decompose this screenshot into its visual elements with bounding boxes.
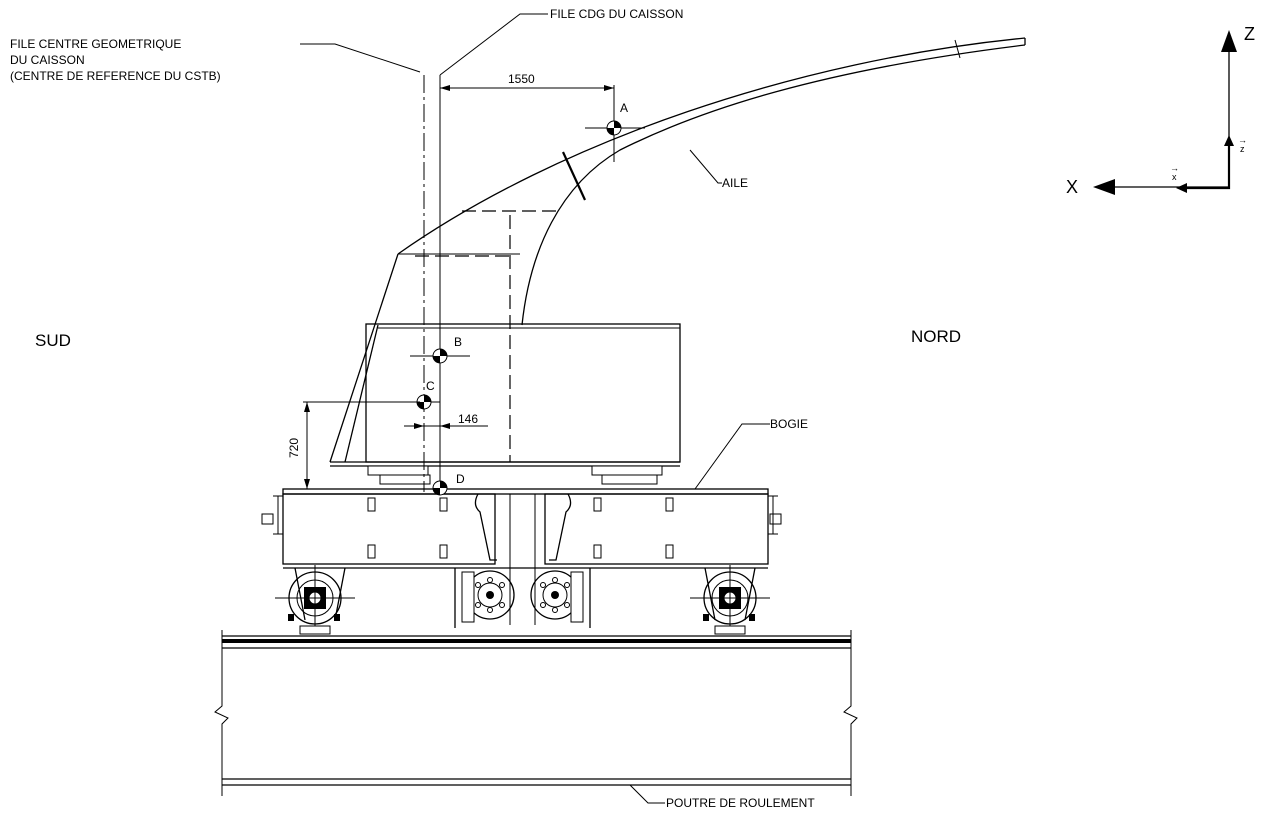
dimension-720-value: 720	[287, 438, 301, 458]
bogie-side-tab-right	[769, 513, 782, 525]
local-z-label: z	[1240, 144, 1245, 154]
dimension-146-value: 146	[458, 412, 478, 426]
main-box	[365, 323, 681, 463]
poutre-label: POUTRE DE ROULEMENT	[666, 796, 815, 810]
local-x-vector-mark: →	[1170, 163, 1179, 173]
x-arrow-head	[1093, 179, 1115, 195]
bogie-leader	[694, 423, 770, 490]
body-outer-side	[329, 253, 399, 463]
center-wheel-left	[461, 570, 515, 623]
file-cdg-label: FILE CDG DU CAISSON	[550, 7, 683, 21]
bogie-bolts	[367, 497, 674, 559]
x-axis-label: X	[1066, 177, 1078, 197]
z-axis-label: Z	[1244, 24, 1255, 44]
beam-break-left	[214, 630, 229, 796]
sud-label: SUD	[35, 331, 71, 350]
file-centre-leader	[300, 43, 421, 73]
dimension-1550-value: 1550	[508, 72, 535, 86]
bogie-frame-right	[544, 493, 769, 565]
point-c-label: C	[426, 379, 435, 393]
support-pad-left	[367, 465, 431, 485]
point-d-label: D	[456, 472, 465, 486]
local-z-vector-mark: →	[1238, 135, 1247, 145]
center-lines	[423, 75, 441, 492]
local-z-head	[1224, 135, 1234, 146]
nord-label: NORD	[911, 327, 961, 346]
poutre-leader	[629, 784, 665, 804]
bogie-center-right-post	[549, 493, 572, 561]
bogie-center-left-post	[474, 493, 497, 561]
point-c-marker	[408, 394, 440, 410]
point-b-marker	[410, 348, 470, 364]
wheel-right	[690, 565, 770, 635]
body-inner-side	[344, 324, 379, 463]
z-arrow-head	[1221, 30, 1237, 52]
local-frame	[1181, 141, 1231, 190]
dimension-146	[404, 423, 488, 429]
file-centre-label-line3: (CENTRE DE REFERENCE DU CSTB)	[10, 69, 221, 83]
local-x-head	[1176, 183, 1187, 193]
wing-tip-joint	[954, 39, 961, 59]
file-cdg-leader	[439, 13, 548, 76]
aile-leader	[689, 149, 722, 184]
point-a-label: A	[620, 101, 628, 115]
bogie-label: BOGIE	[770, 417, 808, 431]
poutre-de-roulement	[214, 630, 858, 796]
wheel-left	[275, 565, 355, 635]
file-centre-label-line1: FILE CENTRE GEOMETRIQUE	[10, 37, 181, 51]
bogie-top-plate	[282, 488, 769, 495]
point-b-label: B	[454, 335, 462, 349]
dimension-720	[303, 401, 420, 490]
point-d-marker	[432, 480, 448, 496]
local-x-label: x	[1172, 172, 1177, 182]
point-a-marker	[585, 95, 645, 162]
wing-stiffener	[562, 151, 586, 201]
dimension-1550	[440, 85, 615, 95]
file-centre-label-line2: DU CAISSON	[10, 53, 85, 67]
bogie	[261, 488, 782, 628]
wing-inner-curve	[521, 44, 1026, 326]
bogie-side-tab-left	[261, 513, 274, 525]
center-wheel-right	[530, 570, 584, 623]
aile-label: AILE	[722, 176, 748, 190]
beam-break-right	[843, 630, 858, 796]
bogie-frame-left	[282, 493, 496, 565]
wing-outer-curve	[397, 37, 1026, 255]
support-pad-right	[591, 465, 663, 485]
caisson	[329, 37, 1026, 485]
axes-indicator	[1093, 30, 1237, 195]
